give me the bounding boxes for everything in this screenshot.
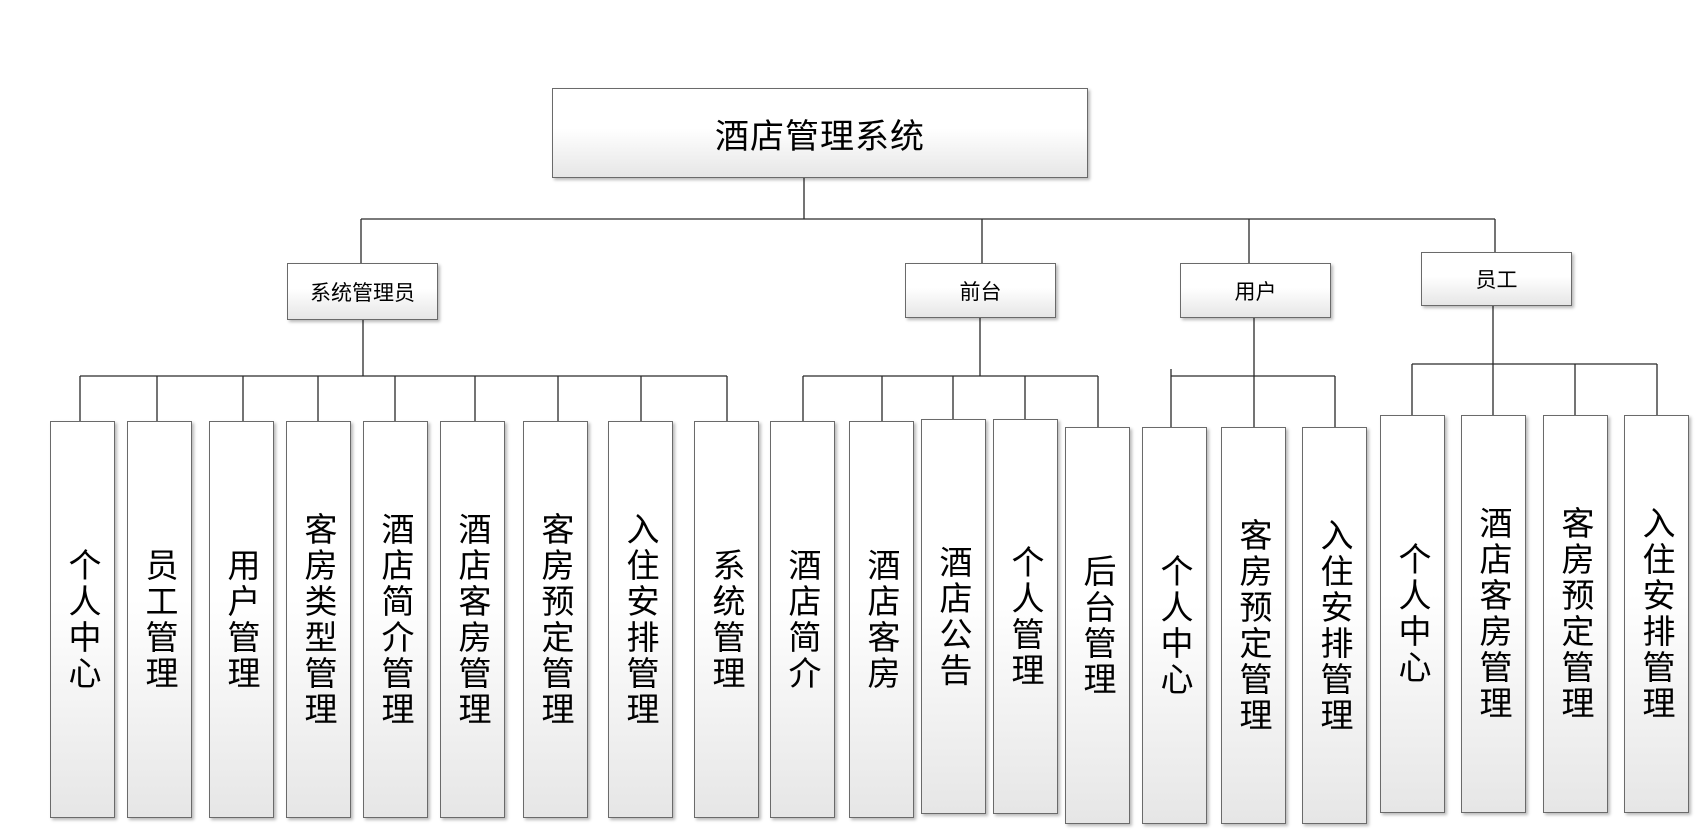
staff-leaf-node: 个人中心 bbox=[1380, 415, 1445, 813]
leaf-label: 入住安排管理 bbox=[1637, 506, 1676, 722]
role-label: 用户 bbox=[1234, 279, 1277, 304]
leaf-label: 客房预定管理 bbox=[1556, 506, 1595, 722]
leaf-label: 酒店公告 bbox=[934, 544, 973, 689]
leaf-label: 后台管理 bbox=[1078, 553, 1117, 698]
staff-leaf-node: 客房预定管理 bbox=[1543, 415, 1608, 813]
role-staff: 员工 bbox=[1421, 252, 1572, 306]
user-leaf-node: 个人中心 bbox=[1142, 427, 1207, 824]
admin-leaf-node: 酒店简介管理 bbox=[363, 421, 428, 818]
frontdesk-leaf-node: 后台管理 bbox=[1065, 427, 1130, 824]
role-label: 员工 bbox=[1475, 268, 1518, 292]
leaf-label: 个人管理 bbox=[1006, 544, 1045, 689]
role-admin: 系统管理员 bbox=[287, 263, 438, 320]
frontdesk-leaf-node: 酒店客房 bbox=[849, 421, 914, 818]
frontdesk-leaf-node: 酒店简介 bbox=[770, 421, 835, 818]
leaf-label: 个人中心 bbox=[1393, 542, 1432, 686]
leaf-label: 酒店简介 bbox=[783, 547, 822, 692]
leaf-label: 个人中心 bbox=[63, 547, 102, 692]
role-label: 系统管理员 bbox=[310, 280, 415, 305]
leaf-label: 客房预定管理 bbox=[1234, 517, 1273, 734]
admin-leaf-node: 个人中心 bbox=[50, 421, 115, 818]
leaf-label: 入住安排管理 bbox=[621, 511, 660, 728]
leaf-label: 客房预定管理 bbox=[536, 511, 575, 728]
leaf-label: 客房类型管理 bbox=[299, 511, 338, 728]
user-leaf-node: 入住安排管理 bbox=[1302, 427, 1367, 824]
admin-leaf-node: 客房类型管理 bbox=[286, 421, 351, 818]
root-label: 酒店管理系统 bbox=[715, 116, 925, 157]
user-leaf-node: 客房预定管理 bbox=[1221, 427, 1286, 824]
leaf-label: 酒店客房管理 bbox=[1474, 506, 1513, 722]
leaf-label: 用户管理 bbox=[222, 547, 261, 692]
staff-leaf-node: 酒店客房管理 bbox=[1461, 415, 1526, 813]
frontdesk-leaf-node: 个人管理 bbox=[993, 419, 1058, 814]
leaf-label: 酒店简介管理 bbox=[376, 511, 415, 728]
leaf-label: 系统管理 bbox=[707, 547, 746, 692]
leaf-label: 酒店客房管理 bbox=[453, 511, 492, 728]
leaf-label: 员工管理 bbox=[140, 547, 179, 692]
admin-leaf-node: 系统管理 bbox=[694, 421, 759, 818]
admin-leaf-node: 入住安排管理 bbox=[608, 421, 673, 818]
admin-leaf-node: 用户管理 bbox=[209, 421, 274, 818]
staff-leaf-node: 入住安排管理 bbox=[1624, 415, 1689, 813]
leaf-label: 酒店客房 bbox=[862, 547, 901, 692]
admin-leaf-node: 员工管理 bbox=[127, 421, 192, 818]
admin-leaf-node: 客房预定管理 bbox=[523, 421, 588, 818]
role-label: 前台 bbox=[959, 279, 1002, 304]
role-frontdesk: 前台 bbox=[905, 263, 1056, 318]
frontdesk-leaf-node: 酒店公告 bbox=[921, 419, 986, 814]
admin-leaf-node: 酒店客房管理 bbox=[440, 421, 505, 818]
root-node: 酒店管理系统 bbox=[552, 88, 1088, 178]
leaf-label: 个人中心 bbox=[1155, 553, 1194, 698]
role-user: 用户 bbox=[1180, 263, 1331, 318]
leaf-label: 入住安排管理 bbox=[1315, 517, 1354, 734]
